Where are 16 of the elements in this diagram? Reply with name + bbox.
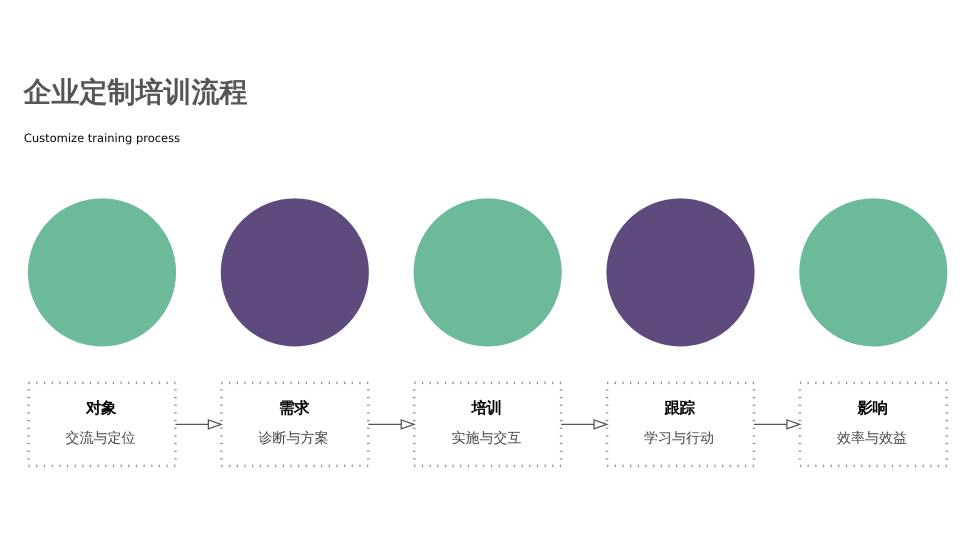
node-box: 培训 实施与交互: [412, 381, 562, 467]
node-box: 影响 效率与效益: [798, 381, 948, 467]
node-box: 需求 诊断与方案: [220, 381, 370, 467]
node-circle: [28, 198, 176, 346]
node-circle: [606, 198, 755, 346]
node-circle: [414, 198, 562, 346]
diagram-title: 企业定制培训流程: [23, 74, 248, 108]
label: Customize training process: [24, 130, 180, 144]
node-circle: [220, 198, 369, 346]
arrow: [561, 418, 609, 430]
arrow: [754, 418, 802, 430]
node-circle: [799, 198, 948, 346]
arrow: [368, 418, 416, 430]
arrow: [175, 418, 224, 430]
node-box: 对象 交流与定位: [27, 381, 177, 467]
node-box: 跟踪 学习与行动: [606, 381, 756, 467]
